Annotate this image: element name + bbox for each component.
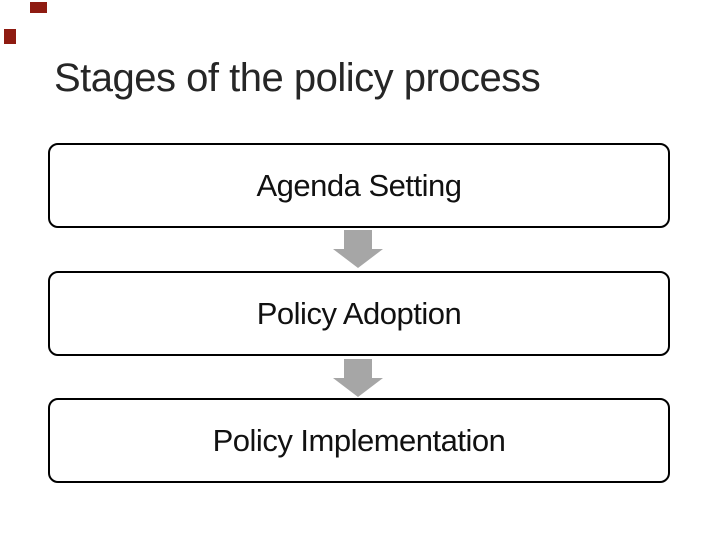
- stage-box-policy-implementation: Policy Implementation: [48, 398, 670, 483]
- slide-title: Stages of the policy process: [54, 56, 541, 100]
- corner-accent-marks: [4, 2, 47, 44]
- corner-accent-top-icon: [30, 2, 47, 13]
- down-arrow-icon: [333, 230, 383, 268]
- corner-accent-left-icon: [4, 29, 16, 44]
- stage-label: Policy Implementation: [212, 422, 506, 458]
- stage-box-policy-adoption: Policy Adoption: [48, 271, 670, 356]
- down-arrow-icon: [333, 359, 383, 397]
- stage-label: Policy Adoption: [256, 295, 462, 331]
- stage-label: Agenda Setting: [256, 167, 462, 203]
- stage-box-agenda-setting: Agenda Setting: [48, 143, 670, 228]
